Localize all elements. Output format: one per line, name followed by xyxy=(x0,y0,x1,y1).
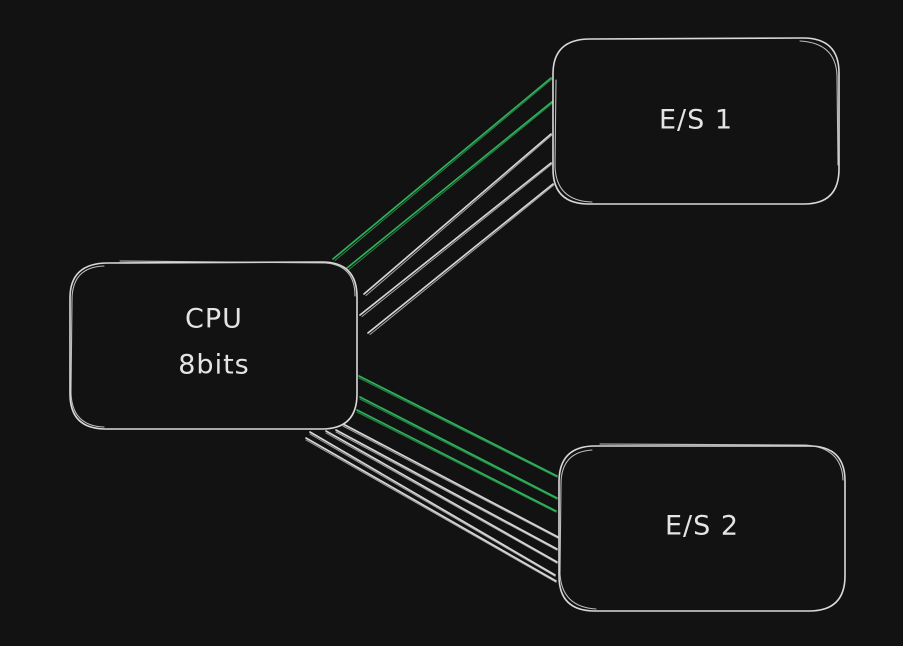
wire-es2-2-green xyxy=(359,396,558,499)
wire-es2-2-sketch xyxy=(359,398,558,500)
wire-es2-3-green xyxy=(356,409,557,512)
wire-es2-7-sketch xyxy=(309,433,556,577)
wire-es1-1-green xyxy=(332,77,552,260)
wire-es1-4-sketch xyxy=(361,163,553,317)
es2-box[interactable]: E/S 2 xyxy=(558,443,846,612)
cpu-box[interactable]: CPU 8bits xyxy=(69,260,358,430)
wire-es2-8-sketch xyxy=(305,439,557,583)
wire-es2-1-green xyxy=(358,375,558,477)
cpu-label-line-1: CPU xyxy=(185,304,243,335)
wire-es1-3-white xyxy=(363,133,552,295)
wire-es1-5-sketch xyxy=(369,184,555,335)
cpu-box-outline xyxy=(69,261,358,430)
wire-es1-1-sketch xyxy=(334,78,553,261)
wire-es2-7-white xyxy=(309,431,556,576)
bus-cpu-to-es1 xyxy=(332,77,555,335)
es1-box-outline xyxy=(552,37,840,205)
es2-label: E/S 2 xyxy=(665,511,739,542)
wire-es1-4-white xyxy=(359,162,552,316)
wire-es1-2-sketch xyxy=(348,101,555,270)
cpu-label-line-2: 8bits xyxy=(178,350,249,381)
wire-es2-1-sketch xyxy=(358,377,558,478)
wire-es2-4-sketch xyxy=(342,425,559,539)
wire-es1-3-sketch xyxy=(365,134,553,296)
wire-es2-5-sketch xyxy=(335,431,558,551)
wire-es2-4-white xyxy=(342,423,559,538)
wire-es2-6-sketch xyxy=(325,432,558,564)
cpu-box-outline-sketch xyxy=(70,260,356,428)
bus-cpu-to-es2 xyxy=(305,375,559,583)
wire-es2-5-white xyxy=(335,429,558,550)
es1-box-outline-sketch xyxy=(554,40,839,203)
es2-box-outline xyxy=(558,445,846,612)
wire-es2-6-white xyxy=(325,430,558,563)
wire-es1-2-green xyxy=(346,100,554,269)
wire-es1-5-white xyxy=(367,183,554,334)
es2-box-outline-sketch xyxy=(559,443,844,610)
wire-es2-3-sketch xyxy=(356,411,557,513)
es1-box[interactable]: E/S 1 xyxy=(552,37,840,205)
es1-label: E/S 1 xyxy=(659,105,733,136)
wire-es2-8-white xyxy=(305,437,557,582)
